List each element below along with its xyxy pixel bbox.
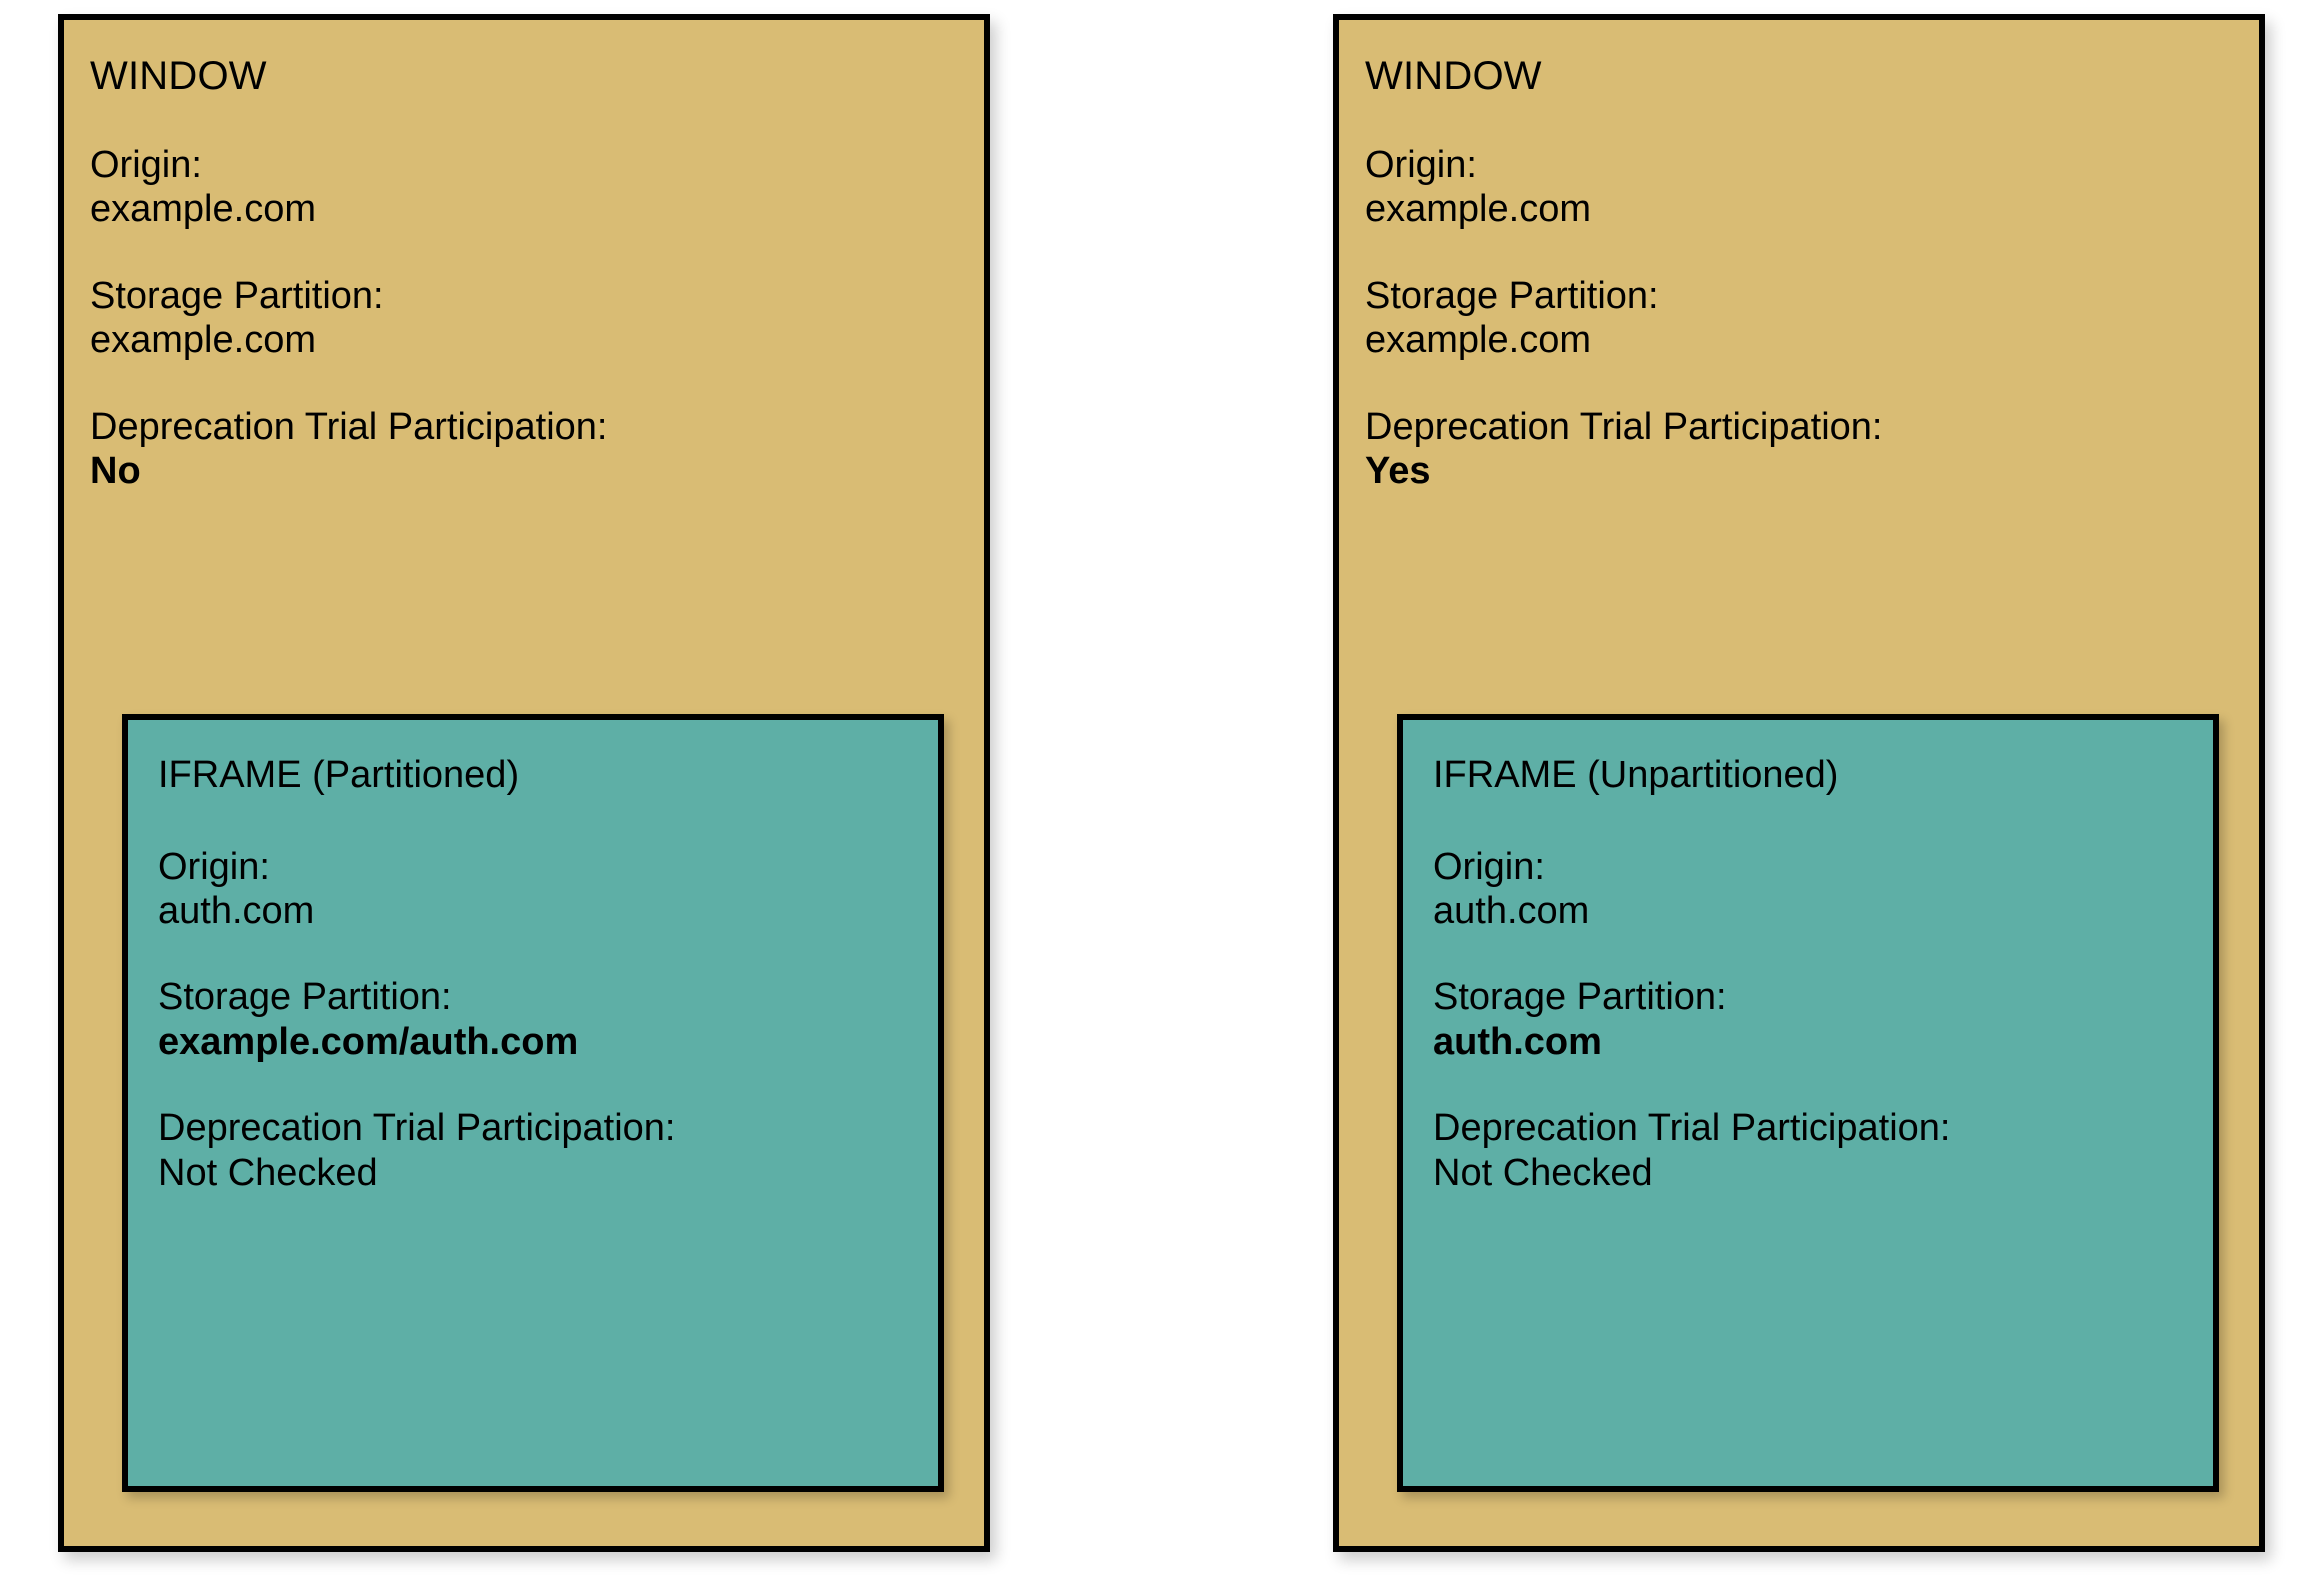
field-value: example.com/auth.com (158, 1020, 579, 1063)
window-field-storage-partition: Storage Partition: example.com (1365, 274, 2259, 363)
field-label: Deprecation Trial Participation: (158, 1107, 676, 1150)
iframe-field-storage-partition: Storage Partition: auth.com (1433, 975, 2213, 1064)
field-label: Storage Partition: (1365, 274, 1659, 317)
iframe-field-deprecation-trial: Deprecation Trial Participation: Not Che… (1433, 1106, 2213, 1195)
field-label: Deprecation Trial Participation: (90, 405, 608, 448)
field-label: Deprecation Trial Participation: (1433, 1107, 1951, 1150)
field-label: Storage Partition: (90, 274, 384, 317)
window-title: WINDOW (90, 54, 267, 98)
iframe-field-origin: Origin: auth.com (158, 845, 938, 934)
field-value: Not Checked (158, 1151, 378, 1194)
iframe-title: IFRAME (Unpartitioned) (1433, 754, 1839, 796)
field-label: Origin: (1365, 143, 1477, 186)
iframe-field-origin: Origin: auth.com (1433, 845, 2213, 934)
field-value: No (90, 450, 141, 493)
field-label: Storage Partition: (158, 976, 452, 1019)
iframe-box-right: IFRAME (Unpartitioned) Origin: auth.com … (1397, 714, 2219, 1492)
iframe-field-deprecation-trial: Deprecation Trial Participation: Not Che… (158, 1106, 938, 1195)
field-value: Yes (1365, 450, 1431, 493)
window-field-deprecation-trial: Deprecation Trial Participation: No (90, 405, 984, 494)
field-value: example.com (90, 319, 316, 362)
field-label: Origin: (158, 845, 270, 888)
field-label: Origin: (1433, 845, 1545, 888)
iframe-title: IFRAME (Partitioned) (158, 754, 520, 796)
window-content-left: WINDOW Origin: example.com Storage Parti… (64, 20, 984, 1546)
field-value: Not Checked (1433, 1151, 1653, 1194)
field-label: Origin: (90, 143, 202, 186)
field-value: auth.com (158, 890, 315, 932)
field-value: example.com (1365, 188, 1591, 231)
window-field-origin: Origin: example.com (90, 143, 984, 232)
iframe-content-left: IFRAME (Partitioned) Origin: auth.com St… (128, 720, 938, 1486)
window-content-right: WINDOW Origin: example.com Storage Parti… (1339, 20, 2259, 1546)
field-label: Deprecation Trial Participation: (1365, 405, 1883, 448)
window-field-deprecation-trial: Deprecation Trial Participation: Yes (1365, 405, 2259, 494)
field-value: auth.com (1433, 890, 1590, 932)
window-field-storage-partition: Storage Partition: example.com (90, 274, 984, 363)
iframe-box-left: IFRAME (Partitioned) Origin: auth.com St… (122, 714, 944, 1492)
field-value: auth.com (1433, 1020, 1602, 1063)
field-label: Storage Partition: (1433, 976, 1727, 1019)
iframe-field-storage-partition: Storage Partition: example.com/auth.com (158, 975, 938, 1064)
field-value: example.com (1365, 319, 1591, 362)
window-title: WINDOW (1365, 54, 1542, 98)
field-value: example.com (90, 188, 316, 231)
iframe-content-right: IFRAME (Unpartitioned) Origin: auth.com … (1403, 720, 2213, 1486)
window-field-origin: Origin: example.com (1365, 143, 2259, 232)
